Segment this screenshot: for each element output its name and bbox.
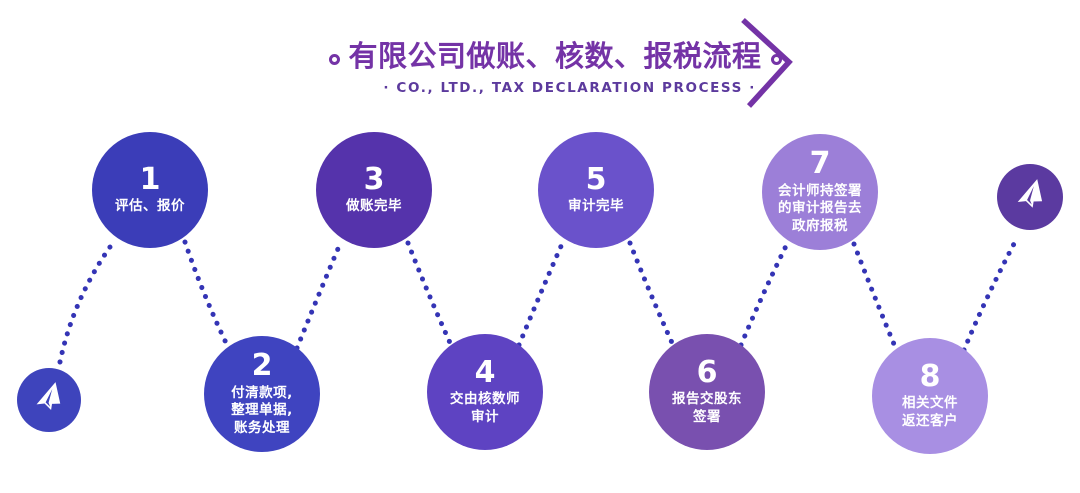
- connector-4-to-5: [516, 241, 565, 348]
- step-circle-4: 4 交由核数师 审计: [427, 334, 543, 450]
- connector-6-to-7: [738, 243, 789, 348]
- step-number: 4: [474, 354, 496, 390]
- header: 有限公司做账、核数、报税流程 · CO., LTD., TAX DECLARAT…: [328, 39, 782, 97]
- title-ring-left-icon: [328, 54, 340, 66]
- start-badge: [17, 368, 81, 432]
- step-label: 做账完毕: [346, 198, 402, 215]
- step-number: 7: [809, 146, 831, 182]
- step-label: 交由核数师 审计: [450, 391, 520, 426]
- connector-3-to-4: [405, 240, 454, 348]
- step-label: 付清款项, 整理单据, 账务处理: [231, 384, 293, 437]
- page-title: 有限公司做账、核数、报税流程: [348, 39, 762, 73]
- step-circle-7: 7 会计师持签署 的审计报告去 政府报税: [762, 134, 878, 250]
- page-subtitle: · CO., LTD., TAX DECLARATION PROCESS ·: [383, 80, 756, 97]
- step-label: 评估、报价: [115, 198, 185, 215]
- title-ring-right-icon: [770, 54, 782, 66]
- end-badge: [997, 164, 1063, 230]
- step-number: 1: [139, 161, 161, 197]
- connector-5-to-6: [627, 240, 676, 348]
- step-circle-1: 1 评估、报价: [92, 132, 208, 248]
- connector-start-to-1: [57, 244, 113, 365]
- step-circle-3: 3 做账完毕: [316, 132, 432, 248]
- step-number: 2: [251, 348, 273, 384]
- step-label: 审计完毕: [568, 198, 624, 215]
- step-number: 8: [919, 358, 941, 394]
- step-label: 相关文件 返还客户: [902, 395, 958, 430]
- step-number: 3: [363, 161, 385, 197]
- paper-plane-icon: [1017, 178, 1042, 208]
- connector-8-to-end: [961, 237, 1019, 353]
- step-circle-6: 6 报告交股东 签署: [649, 334, 765, 450]
- connector-7-to-8: [851, 241, 899, 352]
- step-number: 6: [696, 354, 718, 390]
- step-circle-2: 2 付清款项, 整理单据, 账务处理: [204, 336, 320, 452]
- step-label: 报告交股东 签署: [672, 391, 742, 426]
- chevron-right-icon: [741, 17, 793, 108]
- step-circle-5: 5 审计完毕: [538, 132, 654, 248]
- paper-plane-icon: [36, 382, 61, 410]
- connector-2-to-3: [294, 241, 343, 351]
- step-label: 会计师持签署 的审计报告去 政府报税: [778, 182, 862, 235]
- connector-1-to-2: [182, 239, 231, 350]
- step-circle-8: 8 相关文件 返还客户: [872, 338, 988, 454]
- title-row: 有限公司做账、核数、报税流程: [328, 39, 782, 73]
- step-number: 5: [585, 161, 607, 197]
